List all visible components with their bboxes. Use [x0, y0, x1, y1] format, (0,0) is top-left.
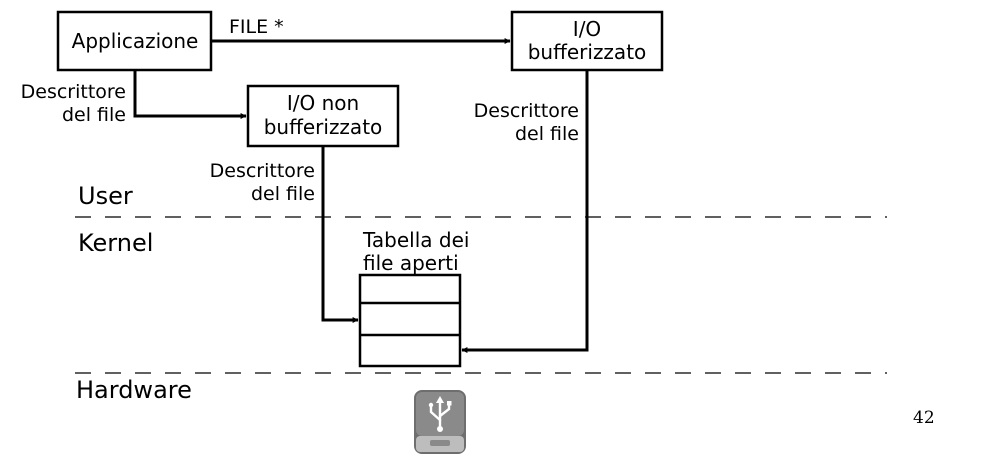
edge-label-descriptor-2-line1: Descrittore — [210, 160, 315, 182]
buffered-io-label-line2: bufferizzato — [528, 40, 647, 64]
file-table-label-line2: file aperti — [363, 251, 459, 275]
edge-buffered-to-table — [461, 70, 589, 353]
unbuffered-io-node: I/O non bufferizzato — [246, 84, 400, 148]
edge-label-descriptor-1-line1: Descrittore — [21, 81, 126, 103]
application-node: Applicazione — [56, 10, 213, 72]
edge-label-descriptor-3-line2: del file — [515, 123, 579, 145]
open-file-table — [358, 273, 462, 368]
file-table-label-line1: Tabella dei — [362, 228, 469, 252]
edge-label-descriptor-2-line2: del file — [251, 183, 315, 205]
edge-label-file-pointer: FILE * — [229, 16, 284, 38]
unbuffered-io-label-line1: I/O non — [287, 91, 359, 115]
edge-unbuffered-to-table — [321, 146, 359, 323]
layer-label-hardware: Hardware — [76, 376, 192, 404]
buffered-io-label-line1: I/O — [573, 17, 601, 41]
edge-app-to-unbuffered — [133, 70, 247, 119]
edge-label-descriptor-1-line2: del file — [62, 104, 126, 126]
edge-label-descriptor-3-line1: Descrittore — [474, 100, 579, 122]
unbuffered-io-label-line2: bufferizzato — [264, 115, 383, 139]
layer-label-kernel: Kernel — [78, 229, 153, 257]
page-number: 42 — [913, 408, 935, 428]
layer-label-user: User — [78, 182, 133, 210]
buffered-io-node: I/O bufferizzato — [510, 10, 664, 72]
usb-drive-icon — [414, 390, 466, 454]
application-label: Applicazione — [72, 29, 199, 53]
